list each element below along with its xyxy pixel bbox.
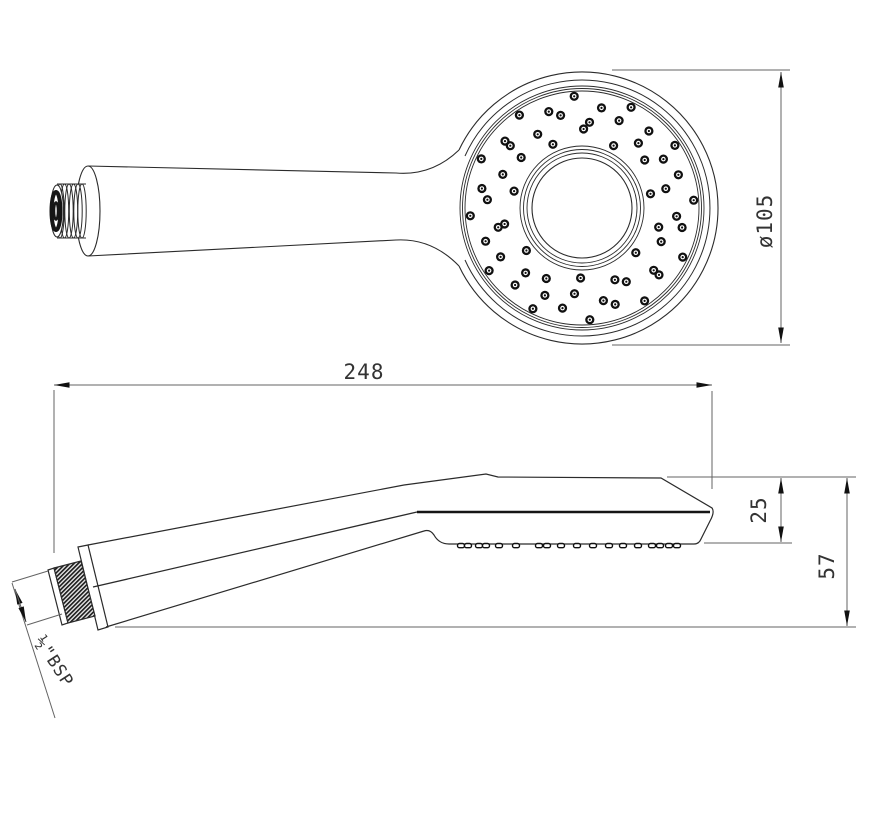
nozzle [520, 156, 523, 159]
nozzle [625, 280, 628, 283]
side-view [47, 473, 714, 631]
nozzle [484, 240, 487, 243]
dimension-thickness-label: 25 [747, 496, 771, 523]
nozzle-tip [655, 542, 665, 549]
nozzle [573, 95, 576, 98]
dimension-diameter-label: ø105 [753, 194, 777, 249]
nozzle [531, 307, 535, 310]
nozzle [579, 276, 582, 280]
side-seam [92, 510, 710, 588]
side-nozzle-tips [456, 542, 682, 549]
nozzle [660, 240, 663, 243]
plan-inlet-thread [49, 165, 101, 257]
nozzle [614, 303, 617, 306]
nozzle [637, 142, 640, 145]
nozzle [525, 249, 528, 252]
dimension-length: 248 [53, 360, 713, 553]
nozzle [469, 214, 472, 217]
nozzle [513, 190, 516, 193]
nozzle [499, 255, 502, 258]
nozzle [509, 144, 512, 147]
nozzle [543, 294, 547, 297]
nozzle-tip [672, 542, 682, 549]
nozzle [480, 187, 483, 190]
nozzle [547, 110, 550, 113]
nozzle [486, 198, 489, 201]
nozzle-tip [664, 542, 674, 549]
nozzle [503, 140, 507, 143]
nozzle [536, 133, 539, 136]
nozzle [613, 278, 617, 281]
nozzle [677, 173, 680, 176]
nozzle-tip [618, 542, 628, 549]
nozzle-tip [542, 542, 552, 549]
nozzle-tip [534, 542, 544, 549]
nozzle-tip [647, 542, 657, 549]
nozzle-tip [604, 542, 614, 549]
nozzle [652, 269, 655, 272]
nozzle [524, 271, 527, 274]
nozzle-tip [481, 542, 491, 549]
nozzle [503, 222, 506, 226]
plan-handle [87, 149, 460, 267]
nozzle [518, 114, 521, 117]
nozzle [634, 251, 637, 254]
nozzle [647, 129, 651, 133]
nozzle-tip [588, 542, 598, 549]
dimension-diameter: ø105 [612, 69, 790, 346]
nozzle [602, 299, 605, 302]
dimension-height: 57 [115, 478, 856, 628]
nozzle [662, 158, 665, 161]
nozzle [480, 157, 483, 160]
side-outline [87, 473, 714, 628]
plan-view [49, 71, 719, 345]
nozzle [573, 292, 576, 295]
nozzle-tip [463, 542, 473, 549]
nozzle [675, 215, 678, 218]
nozzle [643, 299, 646, 302]
nozzle [514, 283, 517, 287]
nozzle [545, 277, 548, 280]
nozzle [681, 256, 684, 259]
plan-head-rim [458, 71, 719, 345]
nozzle [582, 127, 585, 131]
nozzle-tip [572, 542, 582, 549]
nozzle [649, 192, 652, 195]
nozzle [501, 173, 504, 176]
nozzle [643, 158, 646, 162]
dimension-thickness: 25 [667, 476, 856, 544]
nozzle [673, 144, 677, 147]
nozzle [559, 114, 562, 117]
nozzle [664, 187, 667, 190]
nozzle [681, 226, 684, 229]
nozzle [588, 318, 591, 321]
dimension-height-label: 57 [815, 552, 839, 579]
nozzle-tip [456, 542, 466, 549]
nozzle [488, 269, 491, 272]
nozzle-tip [633, 542, 643, 549]
nozzle [588, 121, 591, 124]
nozzle-tip [474, 542, 484, 549]
nozzle-tip [511, 542, 521, 549]
nozzle-tip [556, 542, 566, 549]
nozzle [692, 199, 695, 202]
nozzle [612, 144, 615, 147]
plan-nozzle-field [465, 91, 699, 325]
nozzle-tip [494, 542, 504, 549]
nozzle [551, 143, 555, 146]
nozzle [630, 106, 633, 109]
side-inlet-thread [47, 544, 109, 631]
nozzle [657, 226, 660, 229]
nozzle [600, 106, 603, 109]
nozzle [618, 119, 621, 122]
nozzle [497, 226, 500, 229]
nozzle [657, 273, 661, 276]
dimension-length-label: 248 [344, 360, 385, 384]
nozzle [561, 307, 564, 310]
plan-center-boss [519, 145, 645, 271]
